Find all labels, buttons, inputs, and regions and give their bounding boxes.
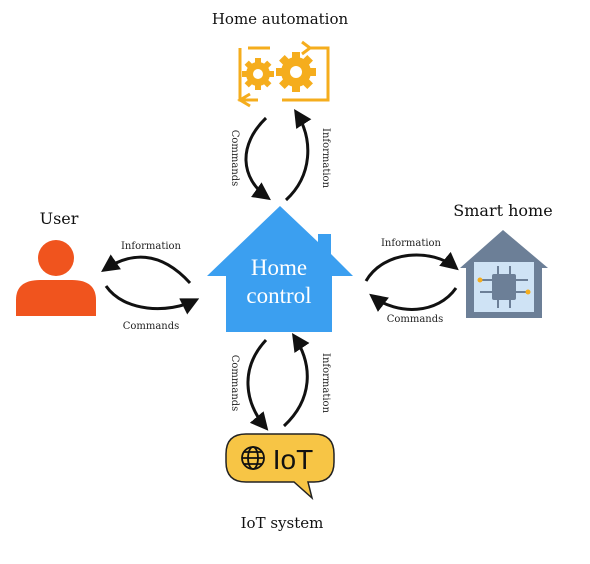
right-information-label: Information — [381, 238, 442, 249]
automation-gears-icon — [237, 40, 330, 108]
bottom-commands-label: Commands — [229, 355, 240, 412]
iot-bubble-text: IoT — [273, 444, 313, 475]
right-information-arrow — [364, 251, 459, 282]
top-information-label: Information — [320, 128, 331, 189]
home-control-line1: Home — [251, 255, 307, 280]
bottom-information-arrow — [282, 333, 310, 428]
user-icon — [16, 240, 96, 316]
bottom-information-label: Information — [320, 353, 331, 414]
smart-home-chip-icon — [460, 230, 548, 318]
top-commands-arrow — [244, 116, 271, 201]
globe-icon — [241, 446, 265, 470]
left-commands-label: Commands — [123, 321, 180, 332]
home-control-house-icon — [207, 206, 353, 332]
left-commands-arrow — [104, 285, 200, 315]
right-commands-label: Commands — [387, 314, 444, 325]
right-commands-arrow — [369, 287, 458, 312]
left-information-arrow — [101, 254, 192, 285]
left-information-label: Information — [121, 241, 182, 252]
top-commands-label: Commands — [229, 130, 240, 187]
home-automation-label: Home automation — [212, 10, 349, 28]
top-information-arrow — [284, 108, 312, 202]
user-label: User — [40, 209, 79, 228]
iot-speech-bubble-icon — [225, 433, 335, 501]
iot-system-label: IoT system — [241, 514, 324, 532]
home-control-line2: control — [246, 283, 311, 308]
bottom-commands-arrow — [246, 338, 269, 431]
smart-home-label: Smart home — [453, 201, 552, 220]
